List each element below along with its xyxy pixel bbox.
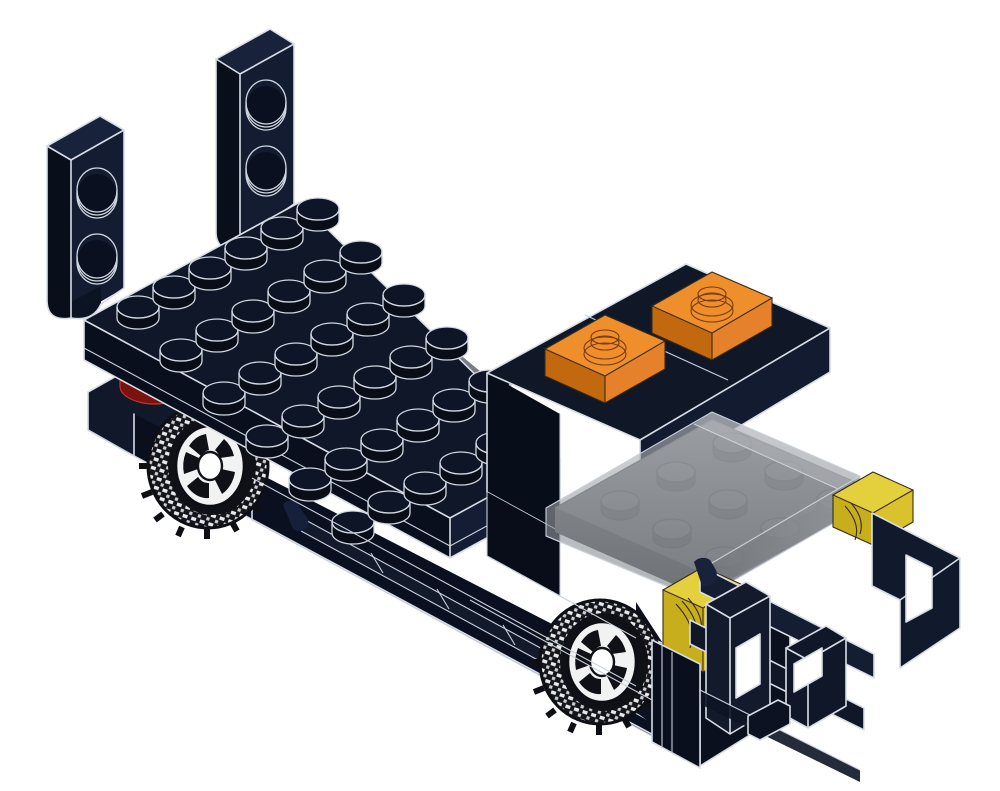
cab-rear-face bbox=[487, 373, 560, 532]
front-fender-panel bbox=[651, 639, 701, 769]
windshield-slope bbox=[545, 411, 861, 601]
wheel-front-left bbox=[531, 598, 662, 735]
beacon-light-rear[interactable] bbox=[650, 271, 774, 361]
body-highlight-lines bbox=[251, 477, 653, 701]
beacon-light-front[interactable] bbox=[543, 314, 667, 404]
bull-bar-assembly bbox=[689, 512, 961, 782]
vertical-bracket-plate-rear-right bbox=[215, 28, 295, 251]
vertical-bracket-plate-rear-left bbox=[46, 115, 125, 320]
